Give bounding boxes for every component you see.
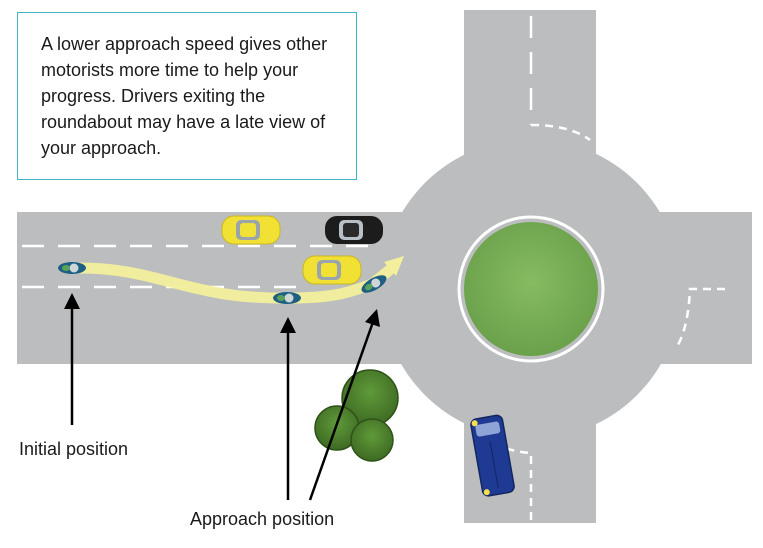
road-markings [22, 16, 725, 520]
island-outline [457, 215, 605, 363]
central-island [464, 222, 598, 356]
info-note-box: A lower approach speed gives other motor… [17, 12, 357, 180]
arrow-up-icon [365, 309, 380, 327]
motorcycle-path [74, 262, 398, 304]
motorcycle-icon [273, 292, 301, 304]
arrow-up-icon [64, 293, 80, 309]
pointer-arrows [64, 293, 380, 501]
info-note-text: A lower approach speed gives other motor… [41, 34, 328, 158]
east-give-way-line [674, 287, 725, 349]
path-arrowhead [384, 256, 404, 276]
motorcycle-icon [58, 262, 86, 274]
approach-position-arrow-2 [308, 321, 375, 501]
van-icon [470, 414, 515, 497]
arrow-up-icon [280, 317, 296, 333]
approach-position-label: Approach position [190, 509, 335, 529]
initial-position-label: Initial position [19, 439, 129, 459]
motorcycle-icon [361, 275, 387, 293]
tree-icon [314, 369, 399, 462]
car-icon [221, 215, 281, 245]
north-give-way-line [530, 123, 591, 142]
car-icon [325, 216, 383, 244]
car-icon [302, 255, 362, 285]
